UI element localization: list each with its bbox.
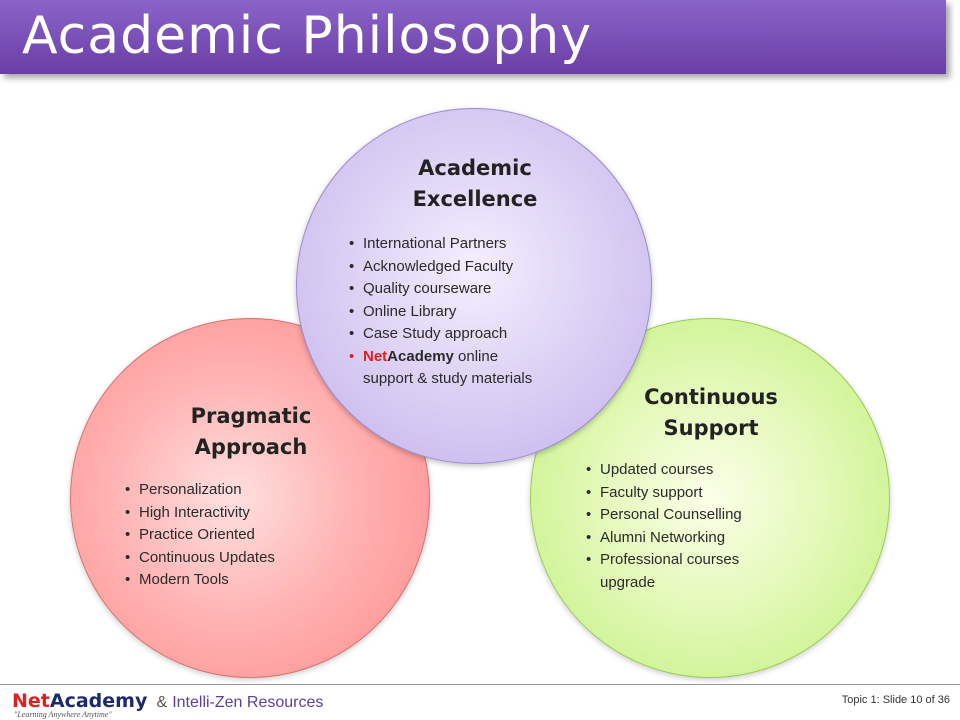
footer-divider bbox=[0, 684, 960, 685]
list-item: Faculty support bbox=[586, 482, 742, 505]
academic-list: International Partners Acknowledged Facu… bbox=[349, 233, 532, 391]
title-bar: Academic Philosophy bbox=[0, 0, 946, 74]
netacademy-net-text: Net bbox=[363, 347, 388, 365]
list-item: NetAcademy online support & study materi… bbox=[349, 346, 532, 391]
list-item: Case Study approach bbox=[349, 323, 532, 346]
list-item: Acknowledged Faculty bbox=[349, 256, 532, 279]
academic-excellence-circle: Academic Excellence International Partne… bbox=[296, 108, 652, 464]
list-item-line2: support & study materials bbox=[363, 370, 533, 387]
list-item: Continuous Updates bbox=[125, 547, 275, 570]
academic-heading: Academic Excellence bbox=[385, 153, 565, 215]
list-item-line2: upgrade bbox=[600, 573, 656, 591]
academic-heading-line2: Excellence bbox=[412, 187, 538, 211]
list-item: Practice Oriented bbox=[125, 524, 275, 547]
pragmatic-heading-line1: Pragmatic bbox=[190, 404, 312, 428]
pragmatic-list: Personalization High Interactivity Pract… bbox=[125, 479, 275, 592]
list-item: Modern Tools bbox=[125, 569, 275, 592]
continuous-list: Updated courses Faculty support Personal… bbox=[586, 459, 742, 594]
list-item: Personal Counselling bbox=[586, 504, 742, 527]
list-item: Alumni Networking bbox=[586, 527, 742, 550]
academic-heading-line1: Academic bbox=[418, 156, 532, 180]
netacademy-academy-text: Academy bbox=[387, 347, 454, 365]
pragmatic-heading: Pragmatic Approach bbox=[171, 401, 331, 463]
slide-number: Topic 1: Slide 10 of 36 bbox=[841, 694, 950, 706]
list-item: International Partners bbox=[349, 233, 532, 256]
ampersand: & bbox=[156, 694, 168, 711]
footer-logo: NetAcademy & Intelli-Zen Resources bbox=[12, 690, 323, 712]
logo-academy-text: Academy bbox=[49, 690, 148, 712]
list-item-line1: Professional courses bbox=[600, 551, 740, 568]
list-item-text: online bbox=[453, 347, 499, 365]
continuous-heading-line2: Support bbox=[663, 416, 759, 440]
list-item: High Interactivity bbox=[125, 502, 275, 525]
list-item: Professional courses upgrade bbox=[586, 549, 742, 594]
list-item: Quality courseware bbox=[349, 278, 532, 301]
list-item: Updated courses bbox=[586, 459, 742, 482]
pragmatic-heading-line2: Approach bbox=[194, 435, 308, 459]
slide-title: Academic Philosophy bbox=[22, 6, 593, 66]
logo-net-text: Net bbox=[12, 690, 50, 712]
continuous-heading-line1: Continuous bbox=[644, 385, 778, 409]
logo-tagline: "Learning Anywhere Anytime" bbox=[14, 710, 112, 719]
list-item: Online Library bbox=[349, 301, 532, 324]
list-item: Personalization bbox=[125, 479, 275, 502]
partner-name: Intelli-Zen Resources bbox=[172, 694, 324, 711]
continuous-heading: Continuous Support bbox=[631, 382, 791, 444]
